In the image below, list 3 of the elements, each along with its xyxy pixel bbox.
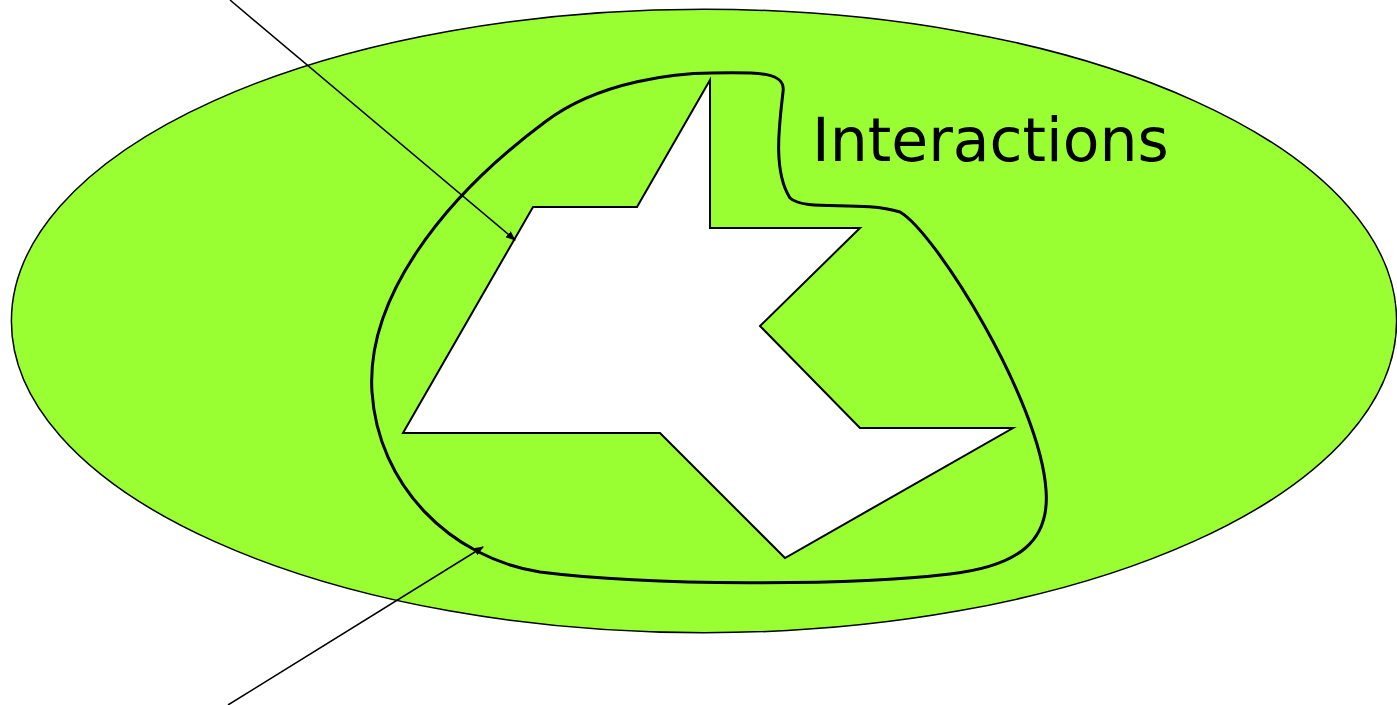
- region-label: Interactions: [812, 110, 1169, 170]
- arrow: [227, 546, 484, 705]
- arrow: [229, 0, 516, 241]
